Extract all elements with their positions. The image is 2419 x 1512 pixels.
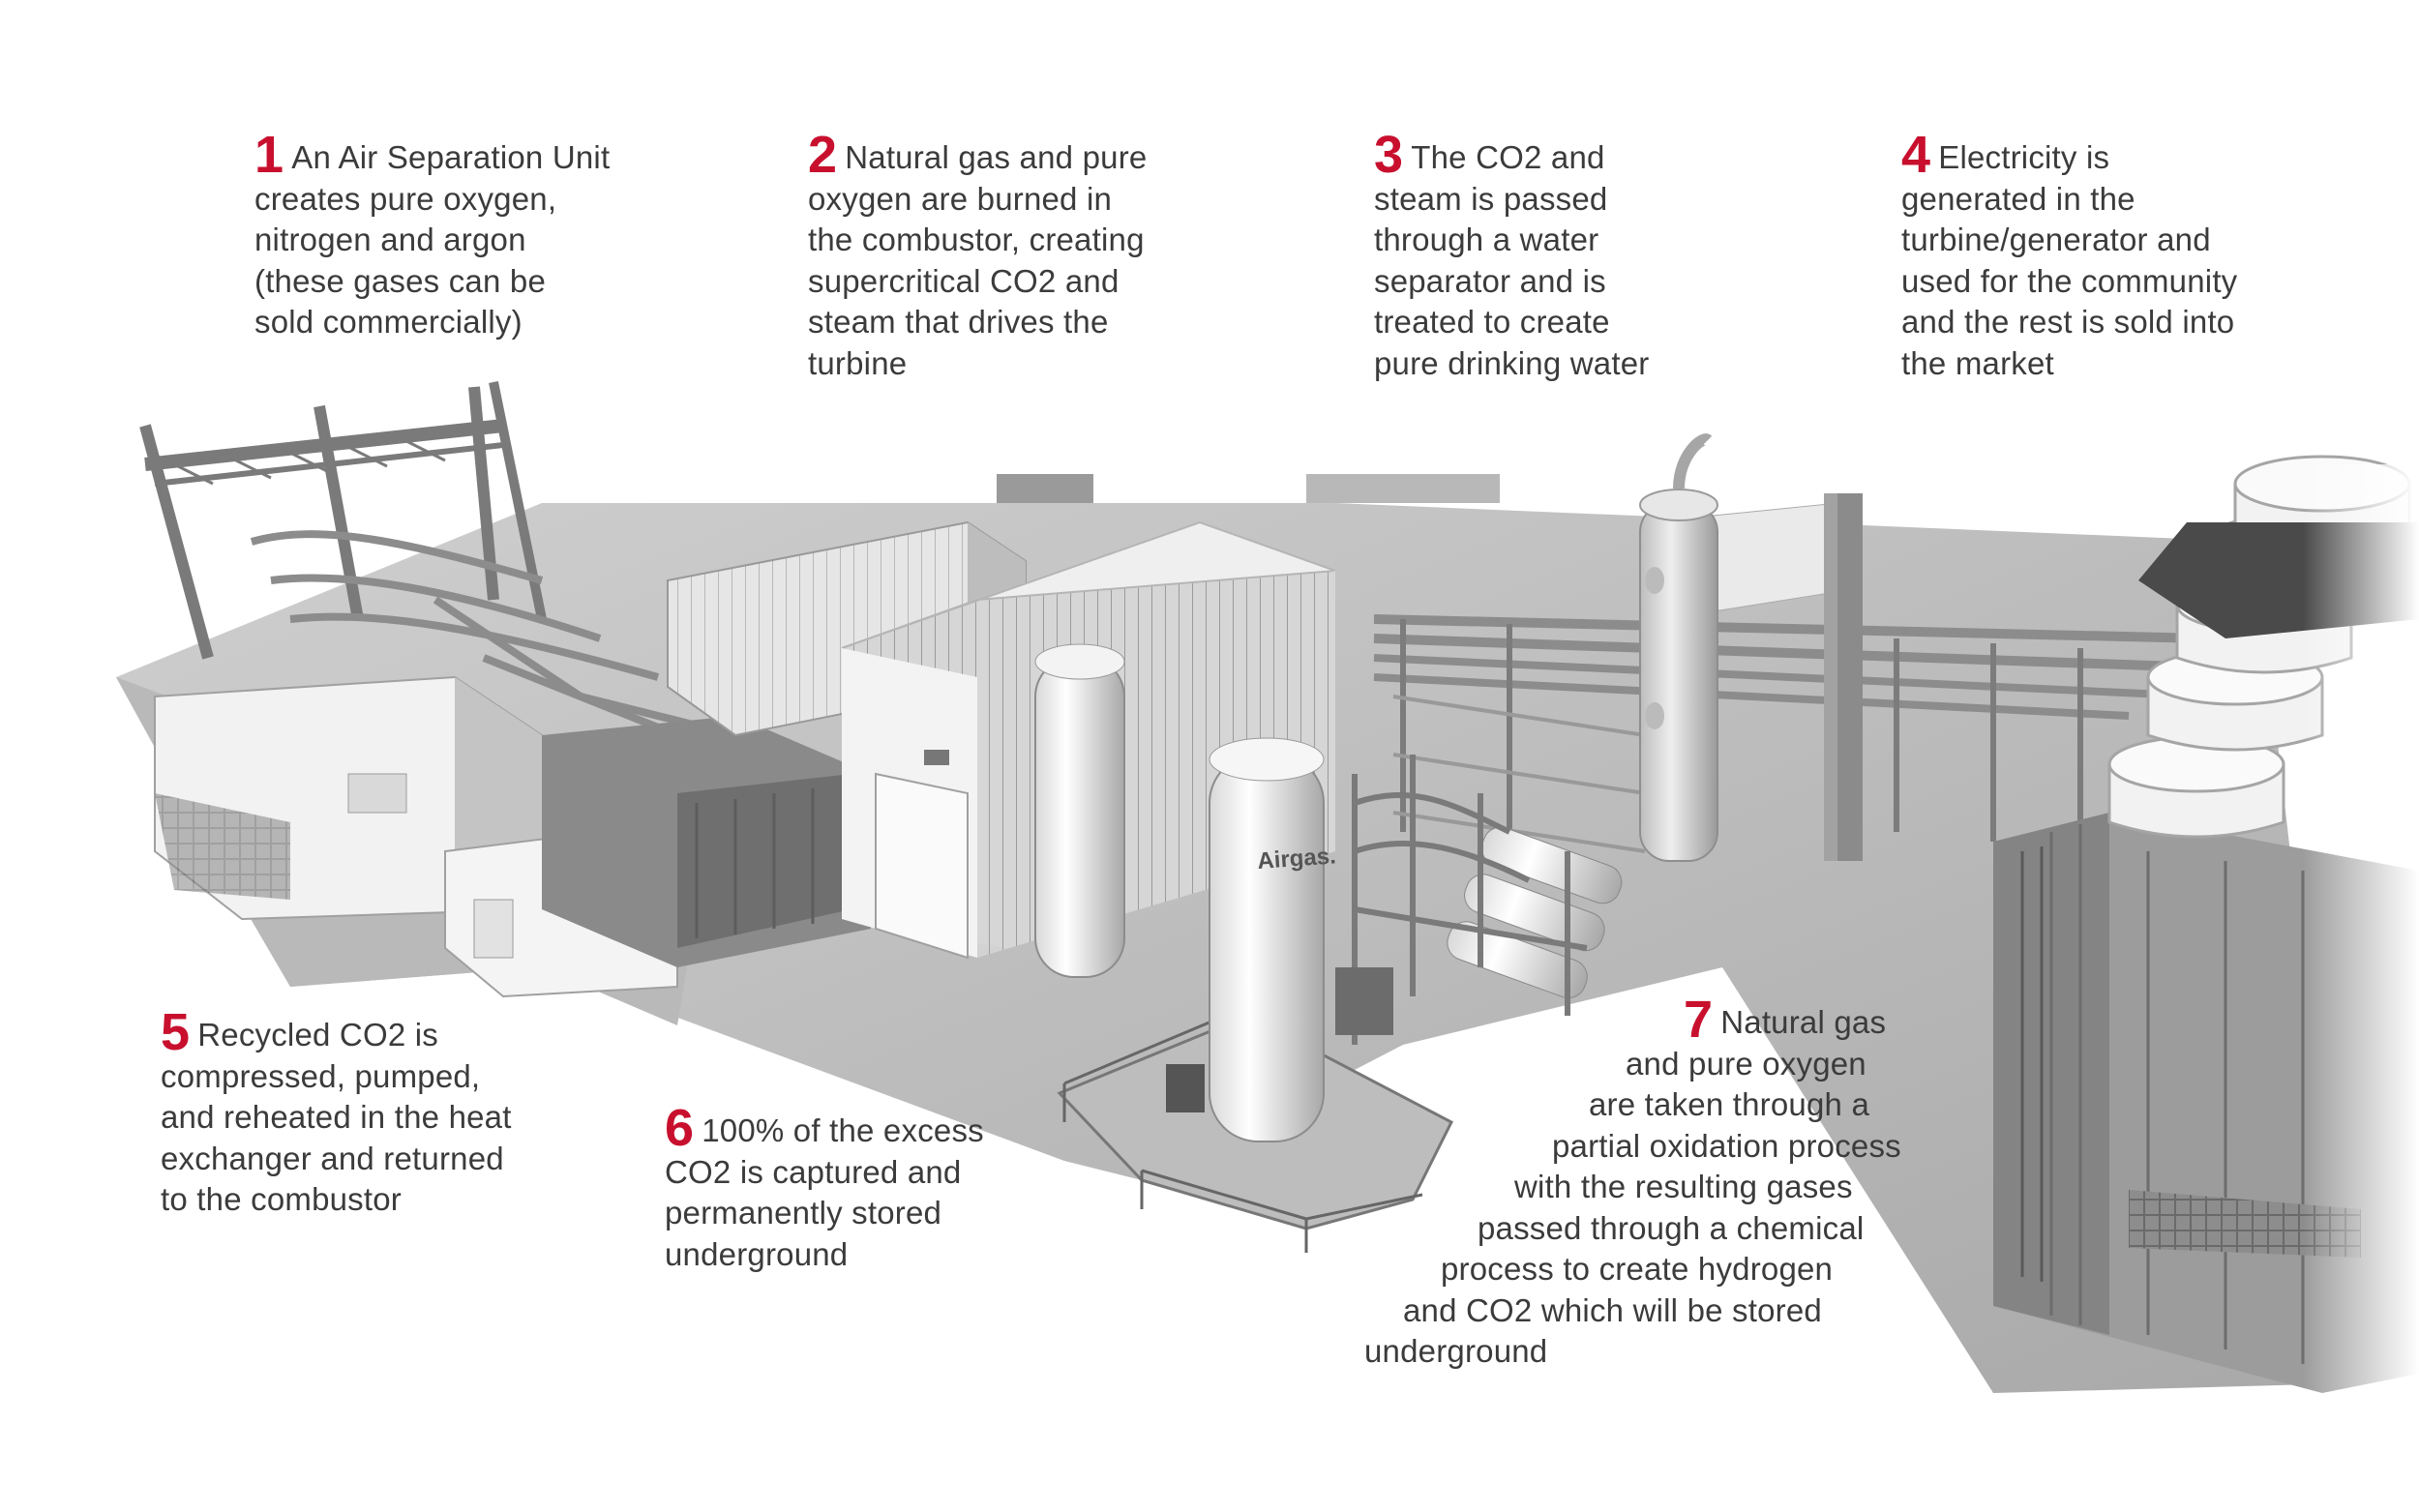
callout-text-line: and the rest is sold into [1901, 304, 2235, 340]
callout-text-line: supercritical CO2 and [808, 262, 1120, 299]
callout-text-line: Natural gas [1720, 1004, 1887, 1040]
callout-text-line: sold commercially) [254, 304, 523, 340]
air-separation-unit-frame [139, 381, 547, 660]
airgas-skid: Airgas. [1057, 737, 1453, 1253]
callout-text-line: nitrogen and argon [254, 222, 526, 257]
callout-text-line: permanently stored [665, 1195, 942, 1230]
storage-tank-left [1034, 643, 1125, 978]
callout-text-line: underground [1364, 1333, 1548, 1369]
callout-text-line: used for the community [1901, 262, 2238, 299]
callout-text-line: steam that drives the [808, 304, 1109, 340]
callout-text-line: 100% of the excess [702, 1112, 984, 1148]
callout-text-line: turbine/generator and [1901, 222, 2211, 257]
callout-text-line: the market [1901, 344, 2054, 381]
callout-text-line: treated to create [1374, 304, 1610, 340]
callout-text-line: process to create hydrogen [1441, 1251, 1834, 1287]
callout-number: 5 [161, 1003, 191, 1061]
callout-text-line: Natural gas and pure [845, 139, 1148, 175]
callout-number: 6 [665, 1099, 695, 1157]
callout-text-line: underground [665, 1235, 849, 1272]
callout-text-line: exchanger and returned [161, 1140, 504, 1176]
asu-pipework [250, 530, 736, 739]
callout-text-line: turbine [808, 344, 908, 381]
callout-text-line: pure drinking water [1374, 344, 1650, 381]
callout-text-line: are taken through a [1589, 1086, 1870, 1122]
callout-text-line: CO2 is captured and [665, 1153, 962, 1190]
airgas-tank-label: Airgas. [1257, 843, 1337, 875]
callout-text-line: to the combustor [161, 1181, 402, 1217]
callout-number: 3 [1374, 126, 1404, 184]
callout-text-line: the combustor, creating [808, 222, 1145, 257]
callout-text-line: with the resulting gases [1514, 1169, 1853, 1204]
callout-number: 4 [1901, 126, 1931, 184]
callout-text-line: steam is passed [1374, 180, 1608, 217]
callout-number: 7 [1684, 991, 1714, 1049]
water-separator-tower [1639, 433, 1718, 862]
callout-text-line: through a water [1374, 222, 1599, 257]
callout-text-line: An Air Separation Unit [291, 139, 611, 175]
callout-text-line: compressed, pumped, [161, 1057, 481, 1094]
callout-text-line: and reheated in the heat [161, 1099, 512, 1135]
callout-text-line: creates pure oxygen, [254, 180, 557, 217]
callout-text-line: generated in the [1901, 180, 2135, 217]
callout-number: 1 [254, 126, 284, 184]
callout-text-line: (these gases can be [254, 262, 546, 299]
callout-text-line: partial oxidation process [1552, 1127, 1901, 1164]
callout-text-line: and pure oxygen [1626, 1045, 1867, 1082]
exhaust-stack [1824, 493, 1863, 861]
heat-exchanger-block [542, 716, 871, 967]
callout-number: 2 [808, 126, 838, 184]
callout-text-line: oxygen are burned in [808, 180, 1113, 217]
callout-text-line: passed through a chemical [1478, 1209, 1865, 1246]
callout-text-line: and CO2 which will be stored [1403, 1291, 1822, 1328]
callout-text-line: Electricity is [1938, 139, 2110, 175]
callout-text-line: Recycled CO2 is [197, 1017, 438, 1052]
callout-text-line: separator and is [1374, 262, 1606, 299]
callout-text-line: The CO2 and [1411, 139, 1605, 175]
